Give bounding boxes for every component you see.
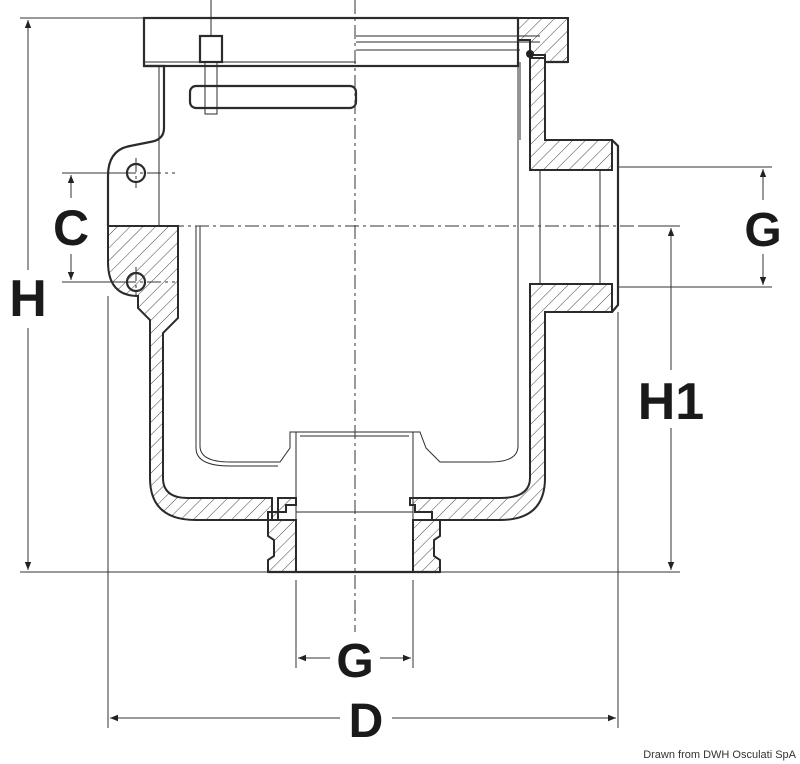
lid-bolt <box>198 34 224 64</box>
top-right-flange-section <box>517 17 569 63</box>
label-g-bottom: G <box>336 635 373 688</box>
housing-outline <box>106 0 620 574</box>
lid-clamp-bar <box>188 84 358 110</box>
left-wall-section <box>107 225 297 521</box>
right-wall-section <box>409 57 613 521</box>
strainer-basket <box>199 62 519 463</box>
label-g-side: G <box>744 204 781 257</box>
label-c: C <box>53 200 89 256</box>
label-h1: H1 <box>638 373 704 431</box>
bottom-boss-right-section <box>412 519 441 573</box>
drawing-credit: Drawn from DWH Osculati SpA <box>643 749 796 761</box>
label-h: H <box>9 270 47 328</box>
center-lines <box>120 0 640 640</box>
housing-wall-sections <box>107 17 613 573</box>
bottom-boss-left-section <box>267 519 297 573</box>
o-ring <box>526 50 534 58</box>
label-d: D <box>349 695 384 748</box>
